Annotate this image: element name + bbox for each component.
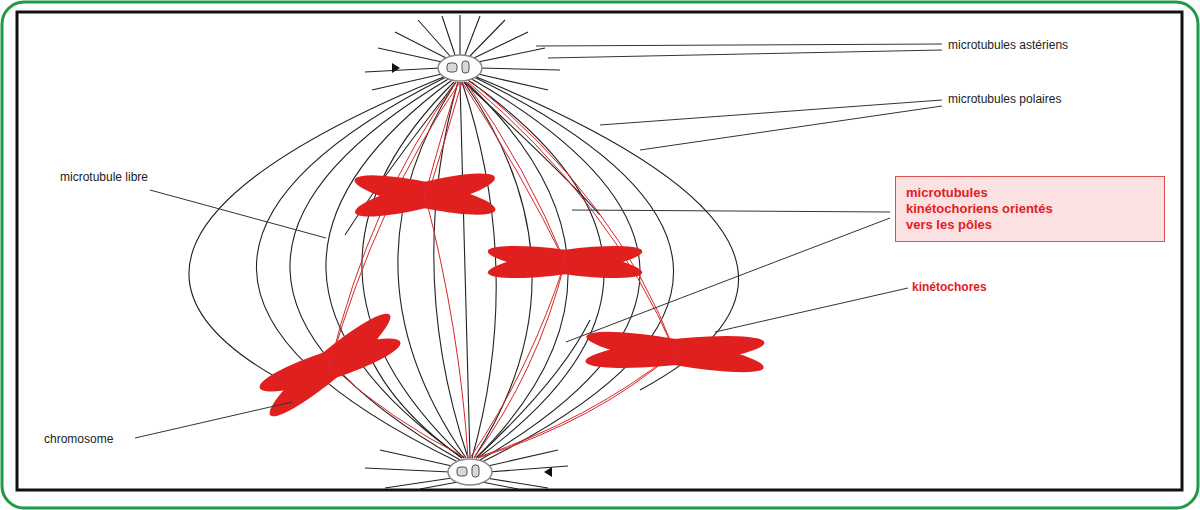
callout-text: microtubules kinétochoriens orientés ver… (906, 185, 1081, 233)
part-label: kinétochores (912, 280, 1052, 294)
chromosomes (255, 165, 766, 426)
callout-box: microtubules kinétochoriens orientés ver… (895, 176, 1165, 242)
part-label: microtubule libre (60, 170, 160, 184)
kinetochore-microtubules (330, 82, 675, 458)
spindle-microtubules (189, 76, 739, 462)
part-label: microtubules polaires (948, 92, 1078, 106)
inner-frame (17, 12, 1182, 490)
part-label: chromosome (44, 432, 144, 446)
kinetochore-marks (330, 188, 675, 372)
leader-lines (135, 44, 942, 438)
part-label: microtubules astériens (948, 38, 1078, 52)
